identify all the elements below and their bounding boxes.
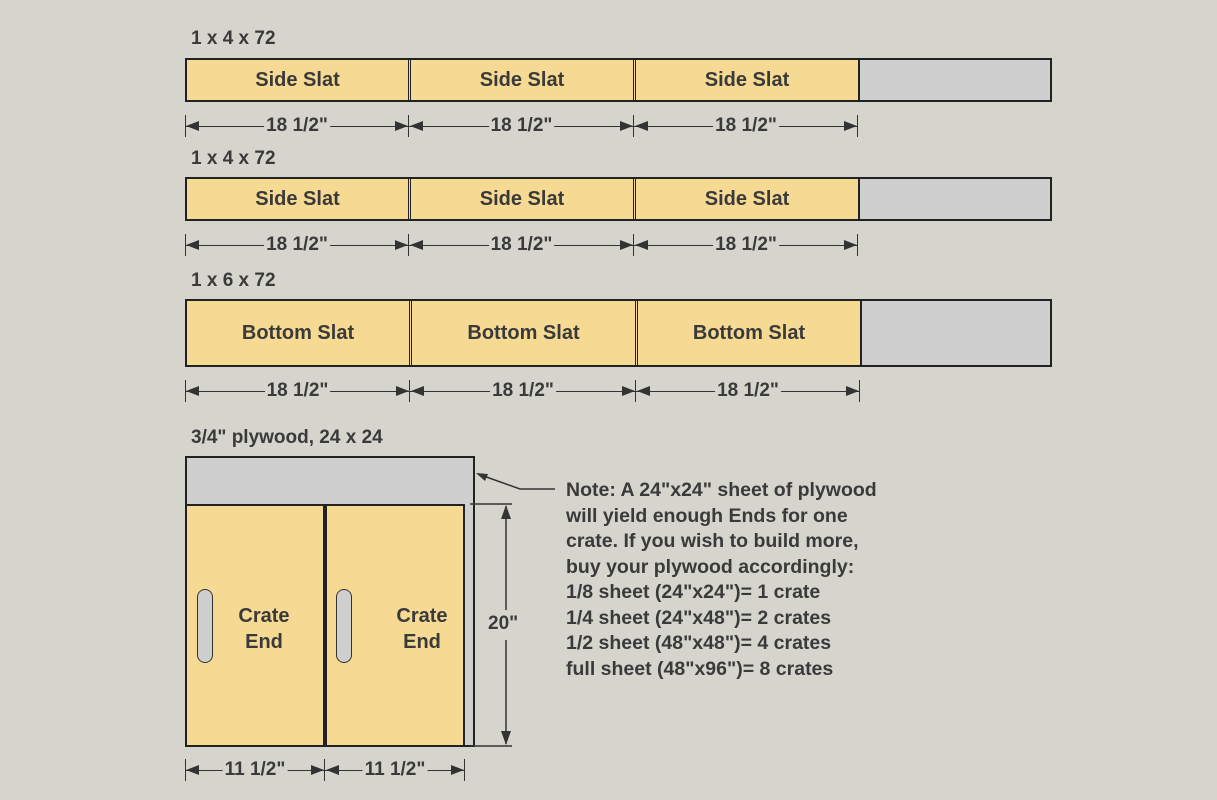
dimension-label: 18 1/2" [488, 115, 555, 137]
board-title: 1 x 6 x 72 [191, 270, 276, 291]
side-slat: Side Slat [636, 179, 860, 219]
height-dim-label: 20" [488, 613, 519, 634]
note-line: buy your plywood accordingly: [566, 555, 855, 578]
dimension-line: 18 1/2" [410, 380, 636, 402]
dimension-label: 18 1/2" [264, 380, 331, 402]
dimension-line: 18 1/2" [185, 380, 410, 402]
plywood-title: 3/4" plywood, 24 x 24 [191, 427, 383, 448]
crate-end-label-line: Crate [396, 605, 448, 627]
slat-label: Bottom Slat [692, 321, 806, 344]
note-line: 1/8 sheet (24"x24")= 1 crate [566, 581, 821, 603]
leader-arrow [476, 473, 488, 481]
slat-label: Side Slat [479, 68, 565, 91]
plywood-note: Note: A 24"x24" sheet of plywood will yi… [566, 478, 877, 682]
dimension-label: 11 1/2" [222, 759, 288, 781]
note-line: crate. If you wish to build more, [566, 530, 859, 552]
slat-label: Side Slat [255, 68, 340, 91]
slat-label: Side Slat [704, 68, 790, 91]
handle-cutout [336, 589, 352, 663]
crate-end-panel: Crate End [185, 504, 325, 747]
slat-label: Side Slat [255, 187, 340, 210]
dimension-label: 18 1/2" [713, 234, 779, 256]
dimension-line: 18 1/2" [634, 115, 858, 137]
side-slat: Side Slat [411, 60, 636, 100]
side-slat: Side Slat [636, 60, 860, 100]
dimension-label: 18 1/2" [488, 234, 555, 256]
dimension-line: 11 1/2" [325, 759, 465, 781]
board-1x4-a: Side Slat Side Slat Side Slat [185, 58, 1052, 102]
crate-end-panel: Crate End [325, 504, 465, 747]
dimension-label: 11 1/2" [362, 759, 428, 781]
dimension-label: 18 1/2" [715, 380, 781, 402]
note-line: 1/4 sheet (24"x48")= 2 crates [566, 606, 832, 629]
side-slat: Side Slat [187, 179, 411, 219]
note-leader-line [477, 473, 555, 490]
crate-end-label-line: End [245, 631, 283, 653]
slat-label: Bottom Slat [241, 321, 355, 344]
slat-label: Bottom Slat [467, 321, 580, 344]
dimension-label: 18 1/2" [264, 115, 330, 137]
height-arrow-up [501, 505, 511, 519]
note-line: full sheet (48"x96")= 8 crates [566, 657, 834, 680]
board-title: 1 x 4 x 72 [191, 28, 276, 49]
slat-label: Side Slat [479, 187, 565, 210]
slat-label: Side Slat [704, 187, 790, 210]
crate-end-label: Crate End [229, 603, 299, 655]
dimension-line: 18 1/2" [634, 234, 858, 256]
crate-end-label-line: Crate [238, 605, 290, 627]
dimension-label: 18 1/2" [713, 115, 779, 137]
note-line: 1/2 sheet (48"x48")= 4 crates [566, 632, 832, 654]
side-slat: Side Slat [187, 60, 411, 100]
note-line: will yield enough Ends for one [566, 504, 848, 527]
bottom-slat: Bottom Slat [187, 301, 412, 365]
board-title: 1 x 4 x 72 [191, 148, 276, 169]
bottom-slat: Bottom Slat [412, 301, 638, 365]
crate-end-label: Crate End [387, 603, 457, 655]
dimension-label: 18 1/2" [490, 380, 556, 402]
bottom-slat: Bottom Slat [638, 301, 862, 365]
board-1x4-b: Side Slat Side Slat Side Slat [185, 177, 1052, 221]
board-1x6: Bottom Slat Bottom Slat Bottom Slat [185, 299, 1052, 367]
dimension-label: 18 1/2" [264, 234, 330, 256]
dimension-line: 18 1/2" [185, 115, 409, 137]
height-arrow-down [501, 731, 511, 745]
dimension-line: 11 1/2" [185, 759, 325, 781]
side-slat: Side Slat [411, 179, 636, 219]
dimension-line: 18 1/2" [636, 380, 860, 402]
crate-end-label-line: End [403, 631, 441, 653]
dimension-line: 18 1/2" [409, 234, 634, 256]
dimension-line: 18 1/2" [185, 234, 409, 256]
handle-cutout [197, 589, 213, 663]
note-line: Note: A 24"x24" sheet of plywood [566, 479, 877, 501]
dimension-line: 18 1/2" [409, 115, 634, 137]
